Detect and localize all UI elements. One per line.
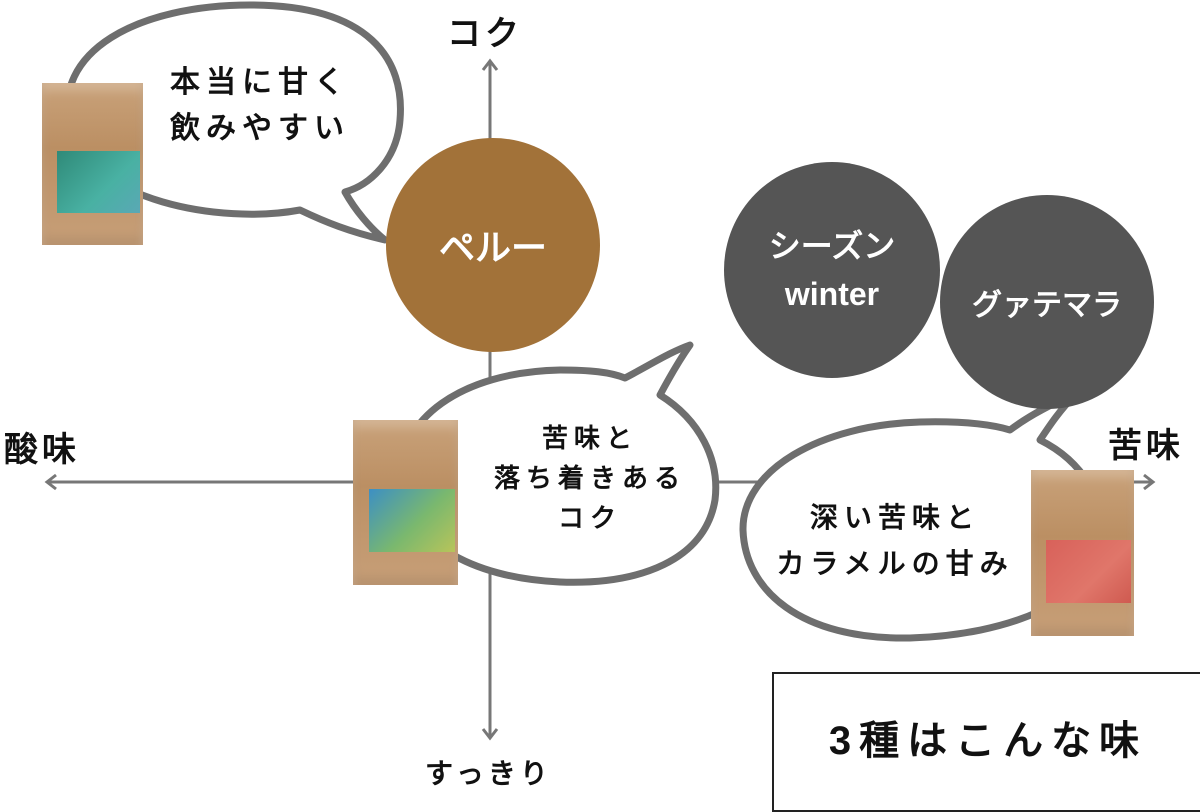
bubble-2-line-2: 落ち着きある [493,463,686,493]
arrow-down-icon [481,728,499,741]
axis-label-right: 苦味 [1108,427,1184,465]
circle-winter-label: winter [784,276,880,312]
bubble-2-line-1: 苦味と [541,423,638,453]
axis-label-left: 酸味 [4,431,80,469]
arrow-left-icon [44,473,57,491]
bubble-2-line-3: コク [557,503,622,533]
arrow-right-icon [1143,473,1156,491]
bag-label [1046,539,1131,603]
bubble-3-text: 深い苦味と カラメルの甘み [765,495,1025,587]
coffee-bag-peru [42,83,143,245]
coffee-bag-guatemala [1031,470,1134,636]
arrow-up-icon [481,58,499,71]
bubble-1-line-1: 本当に甘く [170,66,350,99]
coffee-bag-season [353,420,458,585]
bubble-3-line-2: カラメルの甘み [776,548,1014,579]
bubble-3-line-1: 深い苦味と [809,502,980,533]
title-box: 3種はこんな味 [772,672,1200,812]
circle-season-label: シーズン [768,228,896,264]
axis-label-top: コク [447,15,523,53]
bubble-1-line-2: 飲みやすい [170,112,350,145]
circle-peru: ペルー [386,138,600,352]
bubble-2-text: 苦味と 落ち着きある コク [470,418,710,538]
circle-guatemala-label: グァテマラ [972,289,1122,322]
axis-label-bottom: すっきり [425,758,552,789]
bag-label [57,151,140,213]
bubble-1-text: 本当に甘く 飲みやすい [150,60,370,152]
circle-season-winter: シーズン winter [724,162,940,378]
title-text: 3種はこんな味 [828,719,1148,763]
bag-label [368,489,455,552]
circle-peru-label: ペルー [438,227,547,268]
circle-guatemala: グァテマラ [940,195,1154,409]
